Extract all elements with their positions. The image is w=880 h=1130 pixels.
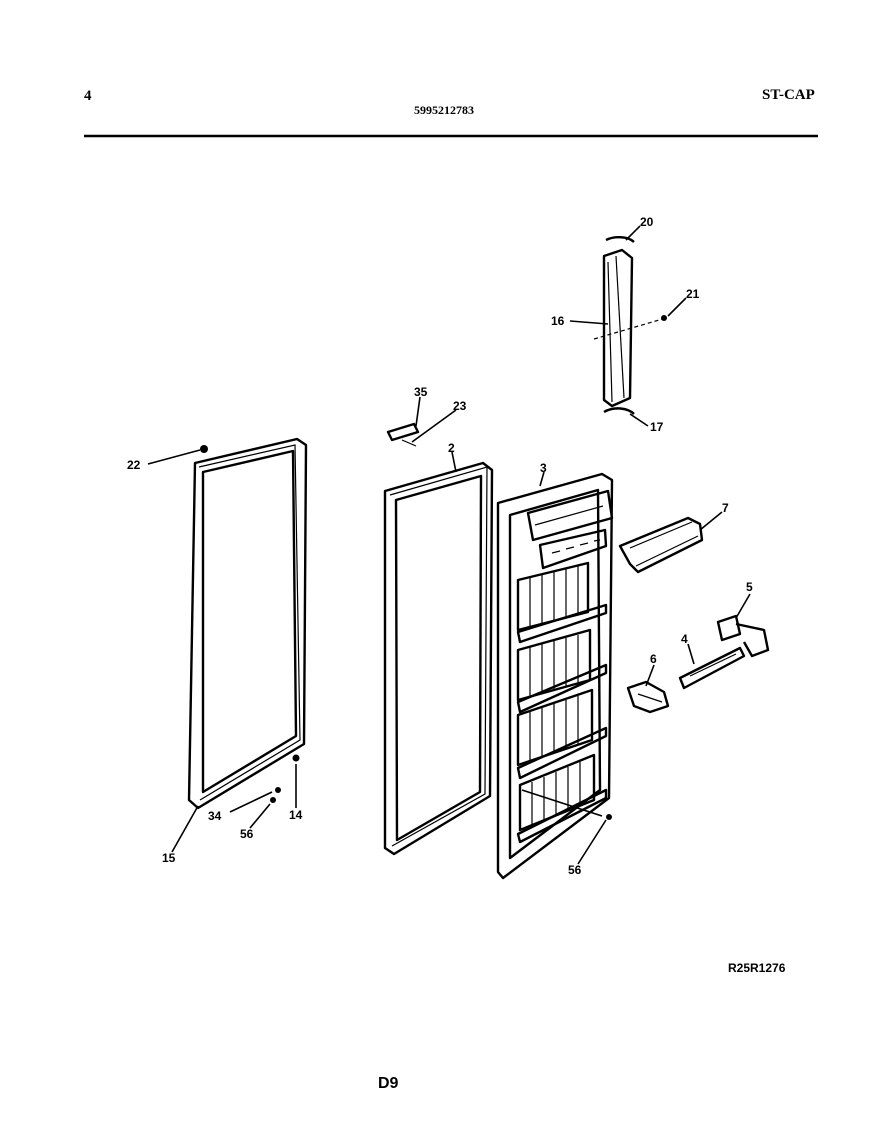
handle-top-cap: [605, 236, 635, 243]
callout-35: 35: [414, 385, 428, 399]
part-number: 5995212783: [414, 103, 474, 117]
callout-56-left: 56: [240, 827, 254, 841]
callout-14: 14: [289, 808, 303, 822]
callout-34: 34: [208, 809, 222, 823]
figure-code: R25R1276: [728, 961, 786, 975]
screw-22: [200, 445, 208, 453]
leader-lines: [147, 225, 751, 865]
callout-6: 6: [650, 652, 657, 666]
callout-4: 4: [681, 632, 688, 646]
callout-23: 23: [453, 399, 467, 413]
callout-16: 16: [551, 314, 565, 328]
handle-bottom-cap: [603, 407, 635, 415]
footer-code: D9: [378, 1075, 399, 1092]
callout-15: 15: [162, 851, 176, 865]
callout-20: 20: [640, 215, 654, 229]
callout-17: 17: [650, 420, 664, 434]
page-number: 4: [84, 88, 92, 104]
model-code: ST-CAP: [762, 87, 815, 103]
door-gasket-frame: [187, 437, 308, 810]
callout-5: 5: [746, 580, 753, 594]
callout-21: 21: [686, 287, 700, 301]
hinge-assembly: [386, 422, 420, 447]
callout-3: 3: [540, 461, 547, 475]
inner-door-panel: [383, 461, 494, 856]
fastener-56-right: [606, 814, 612, 820]
fastener-56-left: [270, 797, 276, 803]
door-liner: [496, 472, 614, 880]
callout-56-right: 56: [568, 863, 582, 877]
door-handle: [593, 236, 667, 415]
callout-labels: 20 21 16 17 35 23 22 2 3 7 5 4 6 34 56 1…: [127, 215, 753, 877]
fastener-14: [292, 754, 300, 762]
bracket-6: [626, 680, 670, 714]
fastener-34: [275, 787, 281, 793]
callout-2: 2: [448, 441, 455, 455]
callout-7: 7: [722, 501, 729, 515]
callout-22: 22: [127, 458, 141, 472]
shelf-bar-4: [678, 646, 746, 690]
shelf-bar-7: [618, 516, 704, 574]
bracket-5: [716, 614, 770, 658]
